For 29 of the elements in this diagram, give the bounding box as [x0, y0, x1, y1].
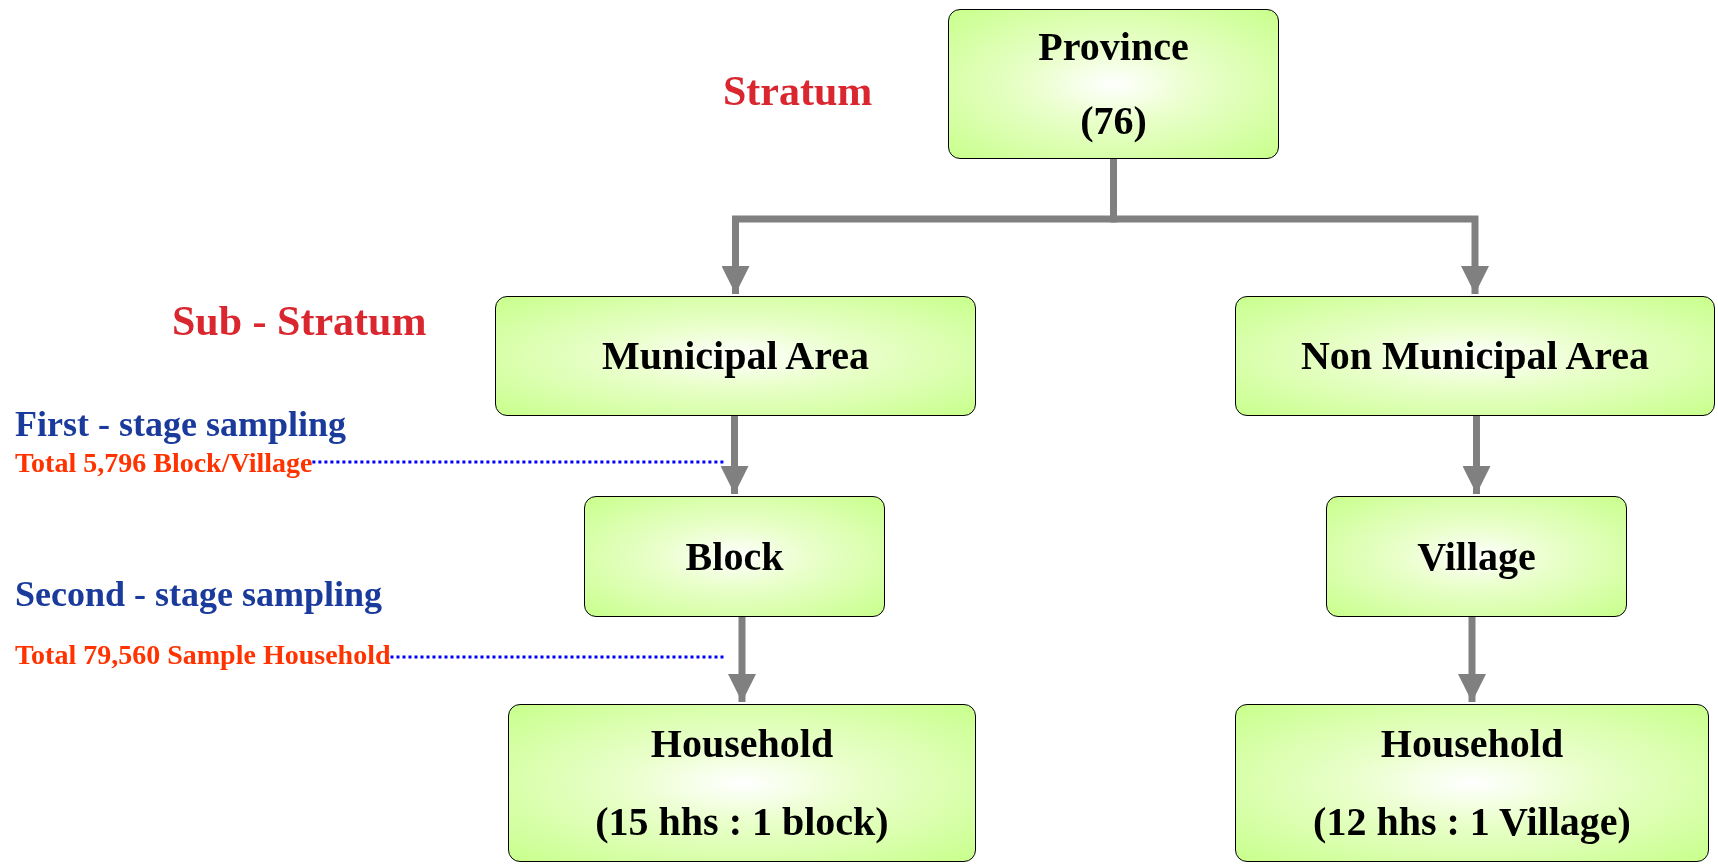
arrow — [720, 416, 749, 494]
box-text: Non Municipal Area — [1300, 334, 1650, 378]
process-box — [1235, 296, 1715, 416]
arrow — [1458, 617, 1486, 702]
box-text: (15 hhs : 1 block) — [595, 800, 889, 844]
stage-label: First - stage sampling — [15, 405, 346, 445]
annotation-text: Total 79,560 Sample Household — [15, 640, 391, 671]
box-text: Household — [1380, 722, 1564, 766]
process-box — [1235, 704, 1709, 862]
arrow — [1462, 416, 1491, 494]
box-text: (12 hhs : 1 Village) — [1313, 800, 1631, 844]
stage-label: Second - stage sampling — [15, 575, 383, 615]
arrow — [728, 617, 756, 702]
box-text: Block — [685, 534, 784, 579]
box-text: Village — [1417, 534, 1536, 579]
box-text: Province — [1038, 25, 1189, 69]
level-label: Sub - Stratum — [172, 298, 427, 345]
process-box — [584, 496, 885, 617]
annotation-text: Total 5,796 Block/Village — [15, 448, 313, 479]
process-box — [1326, 496, 1627, 617]
leader-line — [390, 655, 724, 659]
process-box — [495, 296, 976, 416]
process-box — [948, 9, 1279, 159]
process-box — [508, 704, 976, 862]
box-text: (76) — [1080, 99, 1147, 143]
box-text: Household — [650, 722, 834, 766]
box-text: Municipal Area — [601, 334, 870, 378]
leader-line — [312, 460, 724, 464]
level-label: Stratum — [723, 68, 873, 115]
